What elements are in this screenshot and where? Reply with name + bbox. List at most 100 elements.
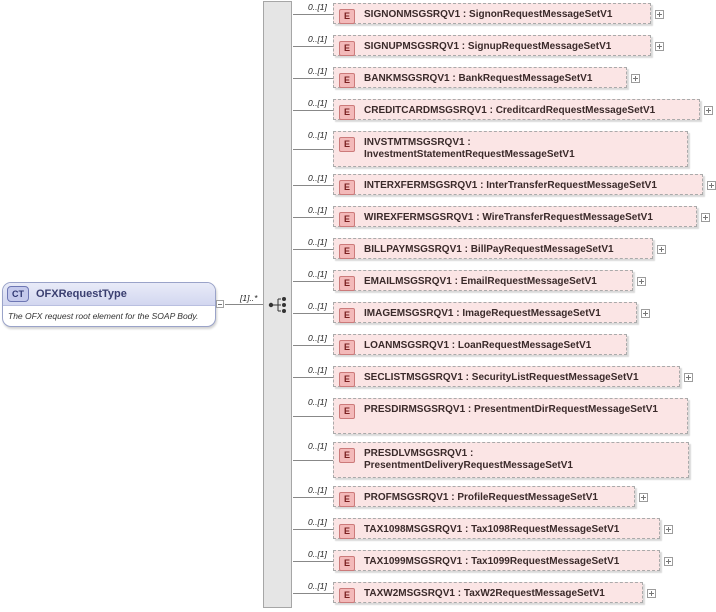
- element-badge: E: [339, 180, 355, 195]
- element-name: TAX1099MSGSRQV1: [364, 556, 463, 567]
- expand-icon[interactable]: [707, 181, 716, 190]
- connector-line: [293, 46, 333, 47]
- element-separator: :: [453, 308, 463, 319]
- element-badge: E: [339, 588, 355, 603]
- element-name: WIREXFERMSGSRQV1: [364, 212, 474, 223]
- element-label: PRESDIRMSGSRQV1 : PresentmentDirRequestM…: [364, 404, 683, 416]
- expand-icon[interactable]: [641, 309, 650, 318]
- element-type: CreditcardRequestMessageSetV1: [495, 105, 656, 116]
- connector-line: [293, 249, 333, 250]
- element-box[interactable]: E INVSTMTMSGSRQV1 : InvestmentStatementRe…: [333, 131, 688, 167]
- element-occurrence: 0..[1]: [308, 66, 327, 76]
- element-separator: :: [461, 244, 471, 255]
- element-separator: :: [467, 448, 474, 459]
- element-occurrence: 0..[1]: [308, 581, 327, 591]
- expand-icon[interactable]: [637, 277, 646, 286]
- element-type: LoanRequestMessageSetV1: [457, 340, 592, 351]
- expand-icon[interactable]: [639, 493, 648, 502]
- element-type: ImageRequestMessageSetV1: [462, 308, 601, 319]
- element-label: PROFMSGSRQV1 : ProfileRequestMessageSetV…: [364, 492, 630, 504]
- element-type: ProfileRequestMessageSetV1: [457, 492, 598, 503]
- element-separator: :: [449, 340, 458, 351]
- element-occurrence: 0..[1]: [308, 2, 327, 12]
- element-separator: :: [473, 212, 483, 223]
- element-type: PresentmentDeliveryRequestMessageSetV1: [364, 460, 573, 471]
- element-badge: E: [339, 372, 355, 387]
- element-separator: :: [462, 372, 472, 383]
- connector-line: [293, 416, 333, 417]
- element-occurrence: 0..[1]: [308, 365, 327, 375]
- element-label: SIGNUPMSGSRQV1 : SignupRequestMessageSet…: [364, 41, 646, 53]
- element-badge: E: [339, 73, 355, 88]
- element-occurrence: 0..[1]: [308, 173, 327, 183]
- expand-icon[interactable]: [701, 213, 710, 222]
- element-label: INVSTMTMSGSRQV1 : InvestmentStatementReq…: [364, 137, 683, 161]
- connector-line: [293, 345, 333, 346]
- element-separator: :: [486, 105, 496, 116]
- connector-line: [293, 110, 333, 111]
- sequence-occurrence: [1]..*: [240, 293, 258, 303]
- connector-line: [293, 561, 333, 562]
- element-separator: :: [465, 404, 475, 415]
- element-type: PresentmentDirRequestMessageSetV1: [474, 404, 658, 415]
- complex-type-box[interactable]: CT OFXRequestType The OFX request root e…: [2, 282, 216, 327]
- element-badge: E: [339, 524, 355, 539]
- expand-icon[interactable]: [655, 42, 664, 51]
- element-badge: E: [339, 137, 355, 152]
- element-occurrence: 0..[1]: [308, 130, 327, 140]
- element-separator: :: [464, 137, 471, 148]
- expand-icon[interactable]: [684, 373, 693, 382]
- element-occurrence: 0..[1]: [308, 98, 327, 108]
- element-name: LOANMSGSRQV1: [364, 340, 450, 351]
- element-badge: E: [339, 9, 355, 24]
- element-type: SignupRequestMessageSetV1: [467, 41, 612, 52]
- collapse-icon[interactable]: [216, 300, 224, 308]
- element-type: EmailRequestMessageSetV1: [460, 276, 597, 287]
- expand-icon[interactable]: [704, 106, 713, 115]
- element-separator: :: [459, 41, 468, 52]
- connector-line: [293, 313, 333, 314]
- element-type: BankRequestMessageSetV1: [458, 73, 593, 84]
- expand-icon[interactable]: [647, 589, 656, 598]
- complex-type-description: The OFX request root element for the SOA…: [8, 311, 199, 321]
- element-occurrence: 0..[1]: [308, 549, 327, 559]
- element-label: SECLISTMSGSRQV1 : SecurityListRequestMes…: [364, 372, 675, 384]
- expand-icon[interactable]: [631, 74, 640, 83]
- element-name: SIGNUPMSGSRQV1: [364, 41, 460, 52]
- element-box[interactable]: E SECLISTMSGSRQV1 : SecurityListRequestMe…: [333, 366, 680, 387]
- connector-line: [293, 460, 333, 461]
- connector-line: [293, 377, 333, 378]
- choice-compositor-icon[interactable]: [268, 296, 288, 314]
- connector-line: [225, 304, 263, 305]
- connector-line: [293, 185, 333, 186]
- element-label: CREDITCARDMSGSRQV1 : CreditcardRequestMe…: [364, 105, 695, 117]
- expand-icon[interactable]: [664, 525, 673, 534]
- expand-icon[interactable]: [657, 245, 666, 254]
- element-type: SecurityListRequestMessageSetV1: [471, 372, 639, 383]
- expand-icon[interactable]: [664, 557, 673, 566]
- element-type: InvestmentStatementRequestMessageSetV1: [364, 149, 575, 160]
- element-occurrence: 0..[1]: [308, 205, 327, 215]
- element-occurrence: 0..[1]: [308, 517, 327, 527]
- element-badge: E: [339, 244, 355, 259]
- element-name: INTERXFERMSGSRQV1: [364, 180, 478, 191]
- element-name: INVSTMTMSGSRQV1: [364, 137, 465, 148]
- element-label: IMAGEMSGSRQV1 : ImageRequestMessageSetV1: [364, 308, 632, 320]
- expand-icon[interactable]: [655, 10, 664, 19]
